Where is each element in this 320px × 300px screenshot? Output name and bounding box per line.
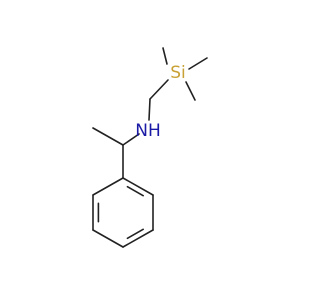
nitrogen-atom-label: NH xyxy=(135,121,161,141)
ring-double-bond xyxy=(126,185,144,197)
si-methyl-bond-top xyxy=(162,47,168,65)
si-methyl-bond-lower xyxy=(185,81,196,101)
structure-drawing: Si NH xyxy=(92,47,208,248)
si-ch2-bond xyxy=(149,79,169,100)
ring-bond xyxy=(122,177,154,196)
ch-methyl-bond xyxy=(92,127,124,146)
ring-bond xyxy=(92,229,124,248)
ring-double-bond xyxy=(126,228,144,240)
ch2-n-bond xyxy=(148,98,151,121)
bond-lines xyxy=(92,47,208,248)
ring-bond xyxy=(122,229,154,248)
ring-bond xyxy=(92,177,124,196)
n-ch-bond xyxy=(122,133,140,146)
silicon-atom-label: Si xyxy=(170,63,186,83)
si-methyl-bond-right xyxy=(188,57,208,70)
